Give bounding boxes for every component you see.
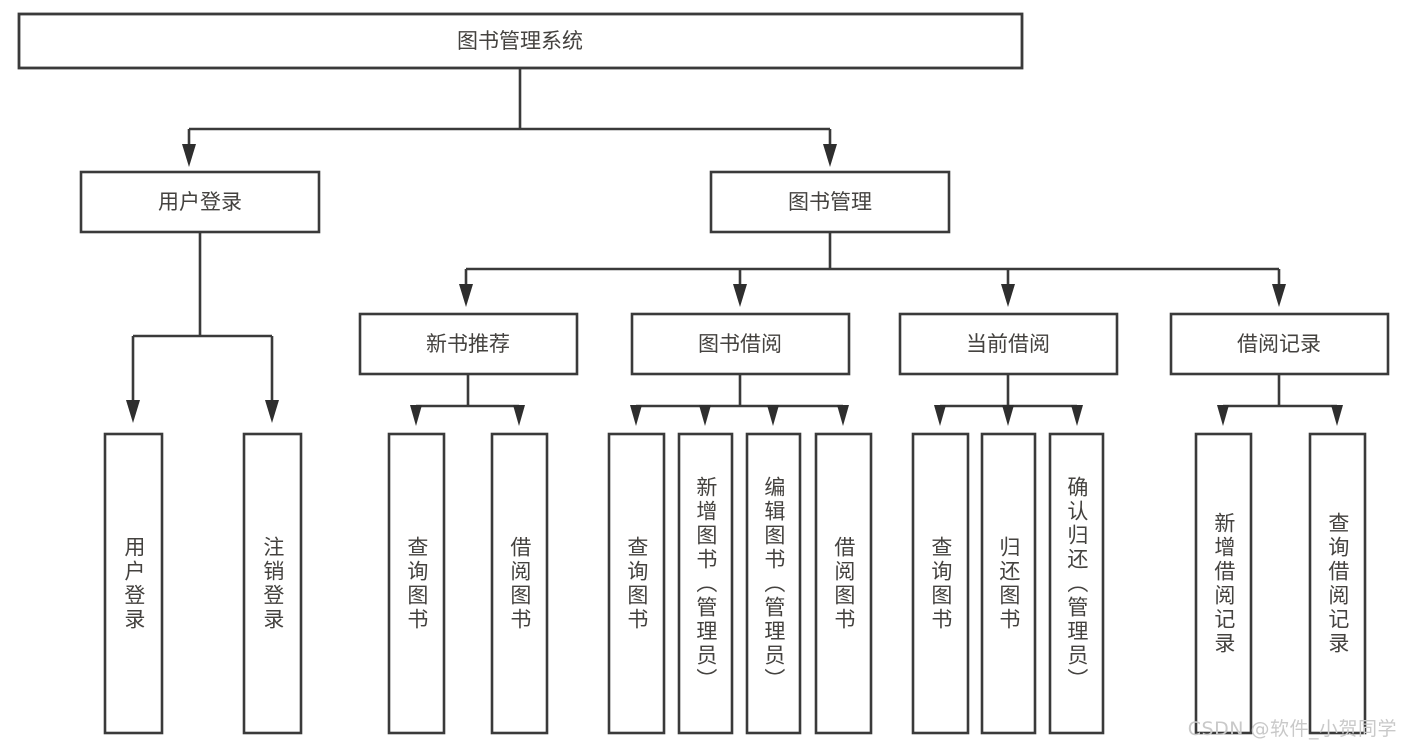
arrowhead-leaf-query-book-1 (410, 405, 422, 426)
arrowhead-leaf-user-login (126, 400, 140, 423)
leaf-box-layer (103, 432, 1367, 735)
arrowhead-leaf-return-book (1002, 405, 1014, 426)
node-user-login-label: 用户登录 (158, 190, 242, 214)
leaf-logout-login-box[interactable] (242, 432, 303, 735)
leaf-edit-book-admin-box[interactable] (745, 432, 802, 735)
leaf-query-book-2-box[interactable] (607, 432, 666, 735)
arrowhead-borrow-record (1272, 284, 1286, 307)
arrowhead-leaf-edit-book-admin (767, 405, 779, 426)
leaf-user-login-box[interactable] (103, 432, 164, 735)
node-book-borrow-label: 图书借阅 (698, 332, 782, 356)
node-new-book-recommend[interactable]: 新书推荐 (358, 312, 579, 376)
node-book-borrow-box[interactable] (630, 312, 851, 376)
node-book-borrow[interactable]: 图书借阅 (630, 312, 851, 376)
node-book-management-label: 图书管理 (788, 190, 872, 214)
node-book-management[interactable]: 图书管理 (709, 170, 951, 234)
node-user-login-box[interactable] (79, 170, 321, 234)
leaf-query-book-3-box[interactable] (911, 432, 970, 735)
arrowhead-user-login (182, 144, 196, 167)
arrowhead-leaf-confirm-return-admin (1071, 405, 1083, 426)
leaf-borrow-book-2-box[interactable] (814, 432, 873, 735)
leaf-add-book-admin-box[interactable] (677, 432, 734, 735)
arrowhead-book-borrow (733, 284, 747, 307)
node-root-box[interactable] (17, 12, 1024, 70)
arrowhead-new-book-recommend (459, 284, 473, 307)
node-current-borrow[interactable]: 当前借阅 (898, 312, 1119, 376)
node-current-borrow-box[interactable] (898, 312, 1119, 376)
node-user-login[interactable]: 用户登录 (79, 170, 321, 234)
leaf-query-book-1-box[interactable] (387, 432, 446, 735)
node-borrow-record-box[interactable] (1169, 312, 1390, 376)
arrowhead-leaf-query-book-2 (630, 405, 642, 426)
leaf-confirm-return-admin-box[interactable] (1048, 432, 1105, 735)
arrowhead-leaf-add-borrow-record (1217, 405, 1229, 426)
arrowhead-leaf-add-book-admin (699, 405, 711, 426)
arrowhead-leaf-query-borrow-record (1331, 405, 1343, 426)
node-borrow-record-label: 借阅记录 (1237, 332, 1321, 356)
csdn-watermark: CSDN @软件_小贺同学 (1187, 718, 1397, 740)
arrowhead-book-management (823, 144, 837, 167)
arrowhead-leaf-borrow-book-2 (837, 405, 849, 426)
node-new-book-recommend-box[interactable] (358, 312, 579, 376)
leaf-borrow-book-1-box[interactable] (490, 432, 549, 735)
arrowhead-layer (126, 144, 1343, 426)
arrowhead-current-borrow (1001, 284, 1015, 307)
arrowhead-leaf-query-book-3 (934, 405, 946, 426)
node-root-label: 图书管理系统 (457, 29, 583, 53)
arrowhead-leaf-logout-login (265, 400, 279, 423)
arrowhead-leaf-borrow-book-1 (513, 405, 525, 426)
leaf-query-borrow-record-box[interactable] (1308, 432, 1367, 735)
node-current-borrow-label: 当前借阅 (966, 332, 1050, 356)
node-borrow-record[interactable]: 借阅记录 (1169, 312, 1390, 376)
node-book-management-box[interactable] (709, 170, 951, 234)
node-new-book-recommend-label: 新书推荐 (426, 332, 510, 356)
leaf-add-borrow-record-box[interactable] (1194, 432, 1253, 735)
node-root[interactable]: 图书管理系统 (17, 12, 1024, 70)
leaf-return-book-box[interactable] (980, 432, 1037, 735)
